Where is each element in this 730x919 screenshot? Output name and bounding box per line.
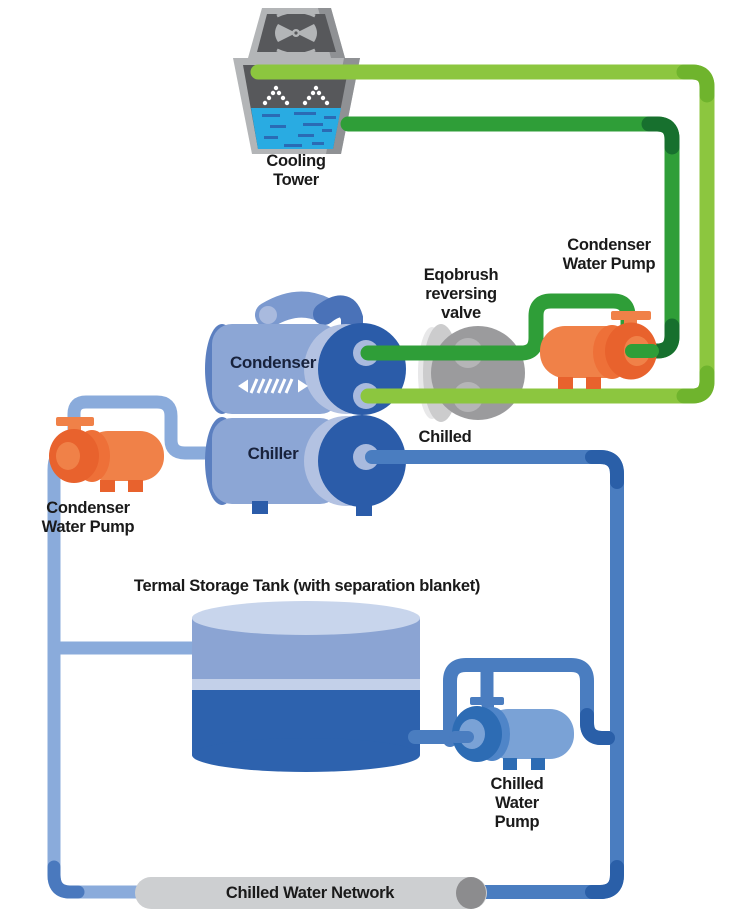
pipe-elbow xyxy=(47,860,85,899)
separation-blanket xyxy=(192,679,420,690)
condenser-water-pump-right xyxy=(540,311,657,389)
condenser-water-pump-left-label: Condenser Water Pump xyxy=(41,499,135,536)
chiller-unit xyxy=(205,291,406,516)
water-ripples xyxy=(262,112,336,147)
chilled-label: Chilled xyxy=(418,428,472,446)
chilled-water-pump-label: Chilled Water Pump xyxy=(490,775,544,831)
eqobrush-reversing-valve xyxy=(418,324,525,422)
storage-tank-label: Termal Storage Tank (with separation bla… xyxy=(133,577,481,595)
eqobrush-valve-label: Eqobrush reversing valve xyxy=(423,266,499,322)
pipe-elbow xyxy=(676,64,715,103)
thermal-storage-tank xyxy=(192,601,420,772)
condenser-water-pipes xyxy=(250,64,715,404)
flow-arrow-icon xyxy=(238,378,308,394)
condenser-water-pump-top-label: Condenser Water Pump xyxy=(562,236,656,273)
fan-icon xyxy=(275,10,317,56)
pipe-valve-bridge xyxy=(360,293,636,361)
top-loop-pipe xyxy=(255,291,363,343)
pipe-elbow xyxy=(585,450,624,489)
condenser-water-pump-left xyxy=(49,417,164,492)
cooling-tower xyxy=(233,8,360,154)
pipe-elbow xyxy=(580,708,615,745)
pump-to-chiller-pipe xyxy=(67,395,219,460)
chilled-water-network-label: Chilled Water Network xyxy=(225,884,395,902)
spray-nozzles xyxy=(262,85,330,106)
chiller-label: Chiller xyxy=(247,444,299,463)
pipe-elbow xyxy=(641,116,680,155)
pipe-elbow xyxy=(676,365,715,404)
chilled-water-network xyxy=(135,877,487,909)
pipe-elbow xyxy=(585,860,624,899)
condenser-label: Condenser xyxy=(229,353,317,372)
cooling-tower-label: Cooling Tower xyxy=(266,152,326,189)
chilled-water-pipes xyxy=(365,450,624,899)
